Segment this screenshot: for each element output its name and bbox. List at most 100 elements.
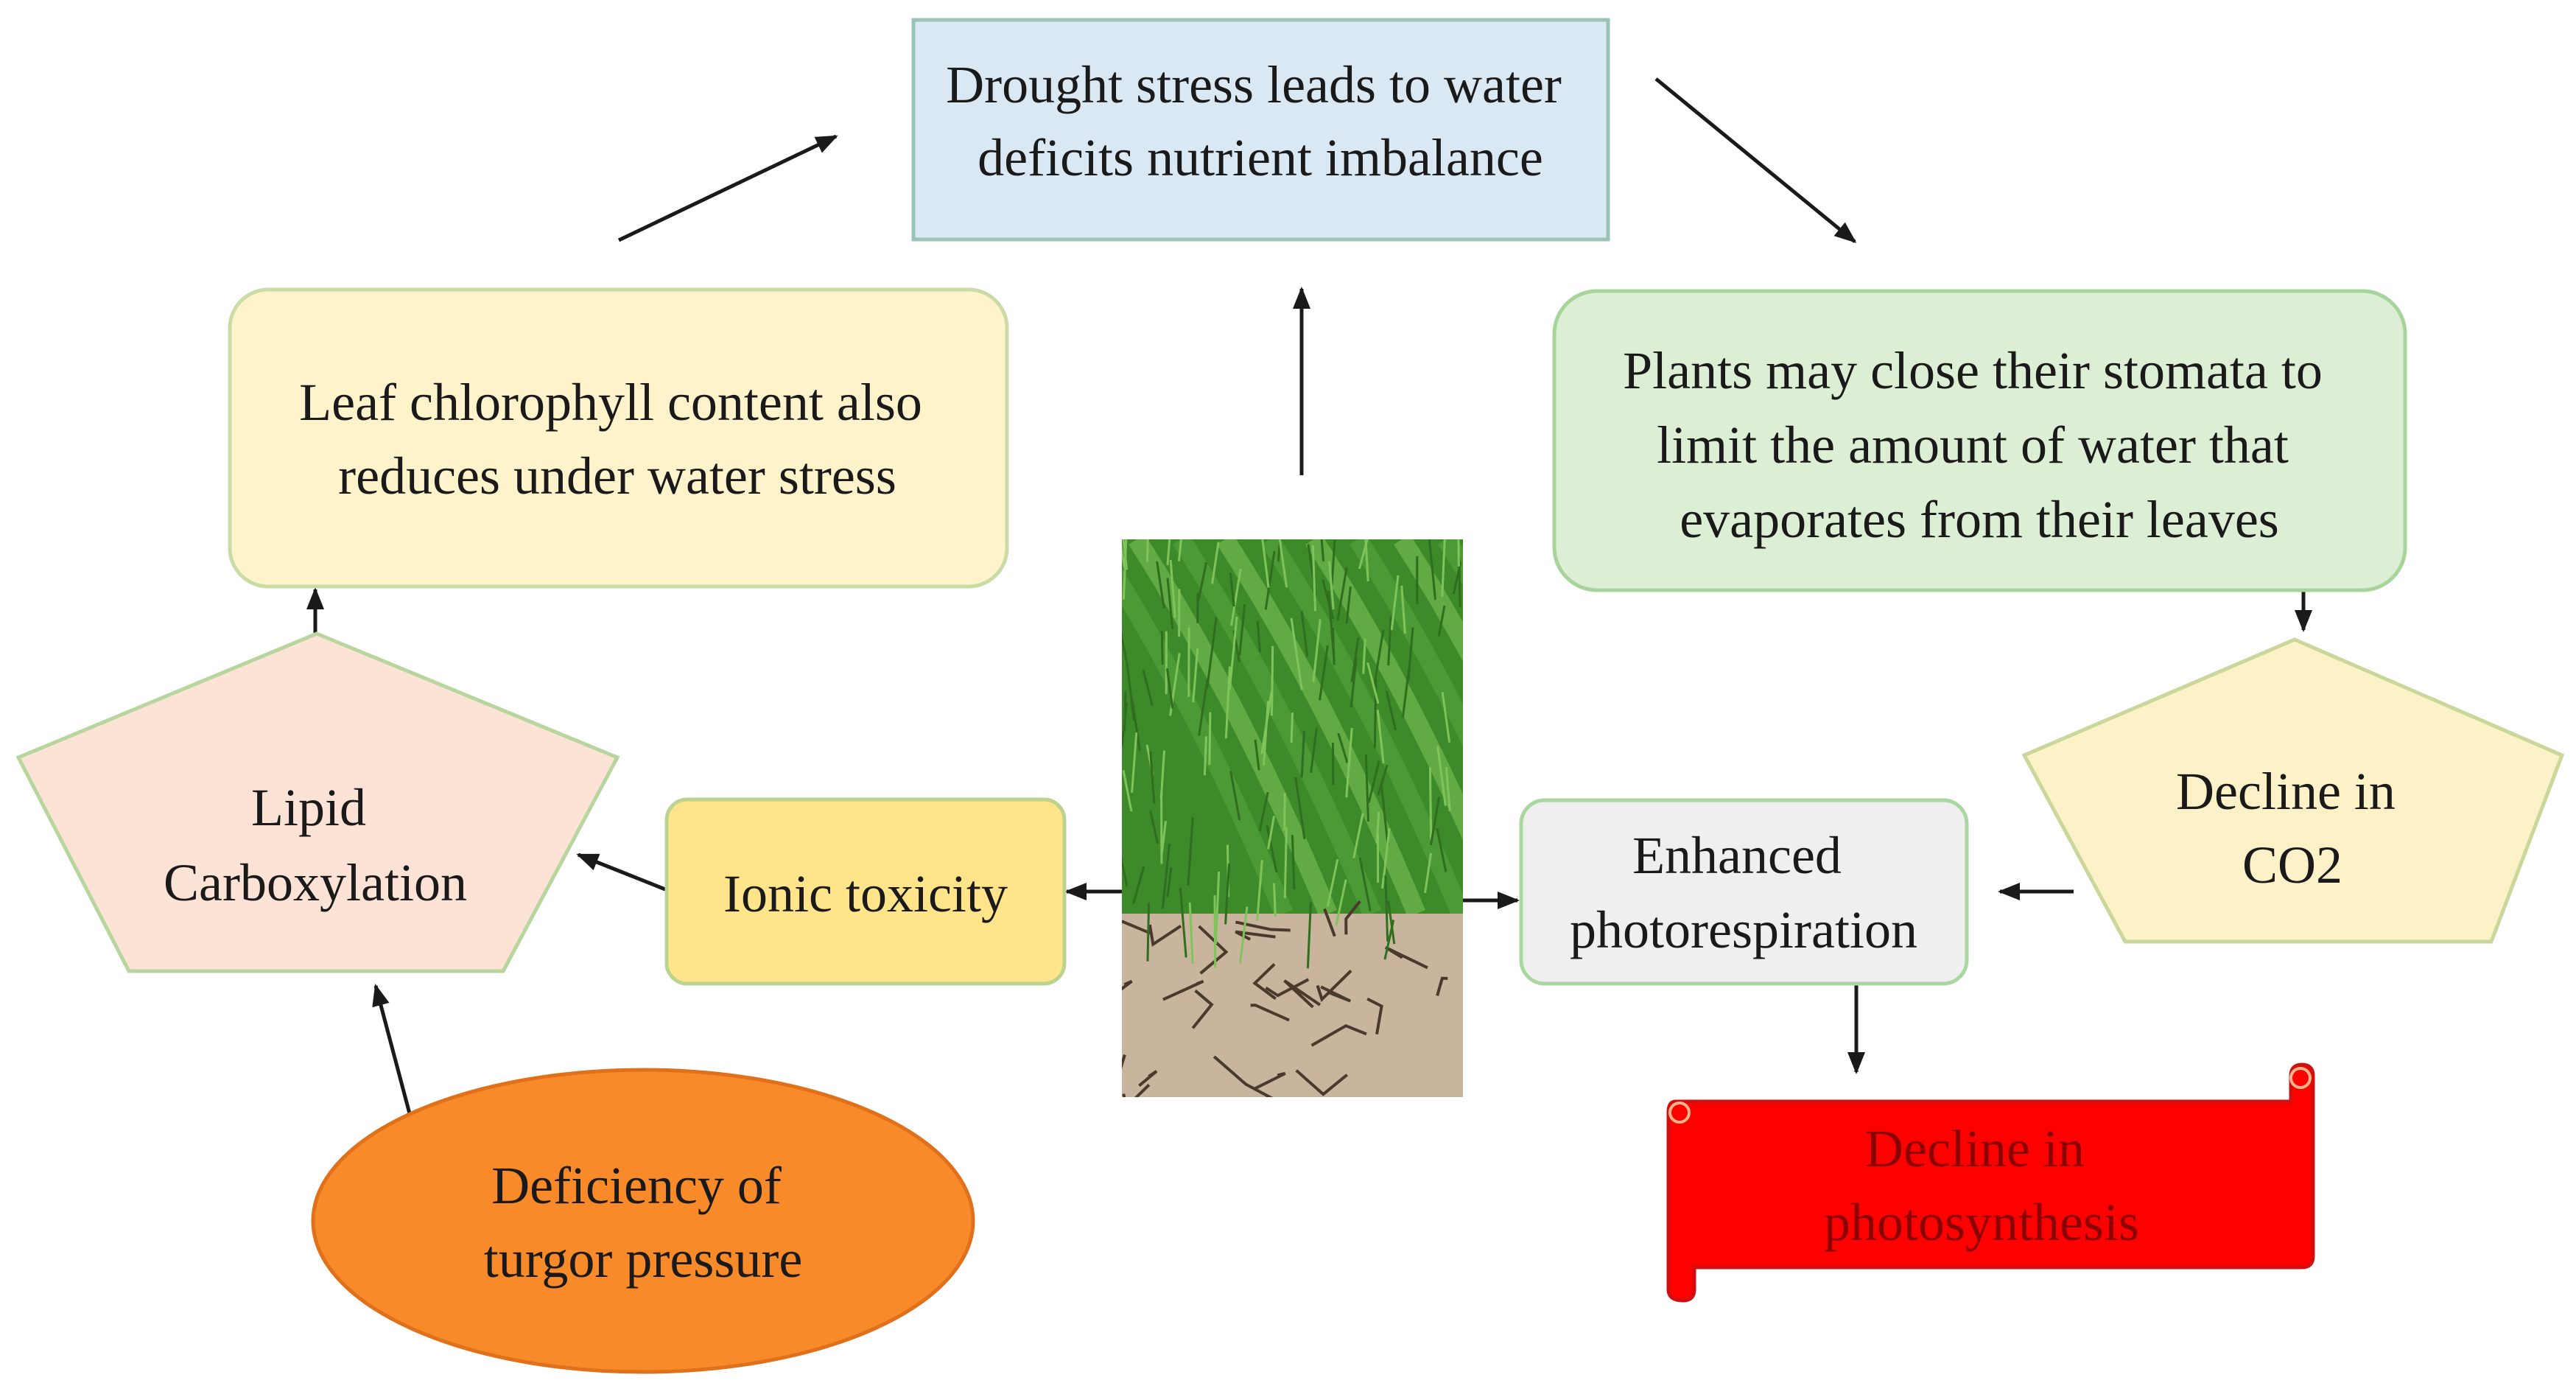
grass-blade bbox=[1322, 579, 1335, 620]
grass-blade bbox=[1452, 561, 1462, 595]
grass-blade bbox=[1445, 766, 1451, 812]
photo-soil-bg bbox=[1122, 914, 1463, 1097]
photo-grass-blades bbox=[1122, 539, 1462, 969]
photo-soil-cracks bbox=[1122, 900, 1448, 1097]
grass-blade bbox=[1264, 550, 1276, 610]
grass-blade bbox=[1166, 866, 1173, 897]
ionic-node: Ionic toxicity bbox=[664, 797, 1067, 986]
grass-blade bbox=[1278, 539, 1288, 588]
soil-crack bbox=[1265, 978, 1310, 998]
grass-blade bbox=[1311, 545, 1317, 612]
grass-blade bbox=[1424, 852, 1433, 893]
scroll-curl-left bbox=[1668, 1102, 1691, 1124]
co2-pentagon bbox=[2021, 637, 2565, 944]
grass-blade bbox=[1122, 545, 1126, 568]
grass-row bbox=[1305, 539, 1463, 841]
grass-blade bbox=[1385, 690, 1397, 731]
soil-crack bbox=[1252, 963, 1277, 1001]
grass-blade bbox=[1254, 739, 1260, 771]
grass-blade bbox=[1273, 883, 1277, 917]
grass-blade bbox=[1441, 691, 1451, 743]
grass-blade bbox=[1335, 879, 1347, 926]
grass-blade bbox=[1169, 559, 1176, 618]
grass-blade bbox=[1380, 784, 1389, 847]
grass-blade bbox=[1428, 539, 1437, 601]
arrow-chlorophyll-to-drought bbox=[617, 134, 838, 242]
soil-crack bbox=[1366, 997, 1383, 1035]
photorespiration-text: Enhanced photorespiration bbox=[1570, 826, 1917, 959]
drought-field-photo-icon bbox=[1122, 539, 1463, 1097]
grass-blade bbox=[1224, 666, 1231, 739]
grass-blade bbox=[1149, 810, 1159, 844]
chlorophyll-line-1: Leaf chlorophyll content also bbox=[299, 373, 922, 432]
grass-blade bbox=[1122, 631, 1128, 662]
grass-blade bbox=[1367, 760, 1380, 803]
drought-line-2: deficits nutrient imbalance bbox=[978, 128, 1543, 187]
grass-blade bbox=[1352, 813, 1364, 858]
lipid-node: Lipid Carboxylation bbox=[15, 631, 620, 973]
lipid-line-2: Carboxylation bbox=[164, 853, 467, 912]
grass-blade bbox=[1271, 645, 1274, 716]
grass-blade bbox=[1142, 669, 1154, 706]
grass-blade bbox=[1122, 770, 1133, 812]
grass-blade bbox=[1400, 585, 1406, 634]
grass-blade bbox=[1441, 539, 1446, 598]
grass-blade bbox=[1376, 710, 1385, 764]
drought-box bbox=[911, 18, 1610, 242]
grass-blade bbox=[1122, 539, 1128, 600]
chlorophyll-text: Leaf chlorophyll content also reduces un… bbox=[299, 373, 936, 505]
grass-blade bbox=[1429, 796, 1440, 846]
grass-blade bbox=[1206, 617, 1218, 689]
grass-blade bbox=[1161, 843, 1171, 909]
soil-crack bbox=[1323, 908, 1336, 937]
soil-crack bbox=[1436, 976, 1448, 996]
grass-blade bbox=[1198, 679, 1209, 736]
grass-blade bbox=[1350, 657, 1358, 708]
arrows bbox=[306, 77, 2312, 1117]
drought-text: Drought stress leads to water deficits n… bbox=[946, 55, 1575, 187]
grass-blade bbox=[1228, 616, 1238, 690]
soil-crack bbox=[1162, 979, 1204, 1001]
grass-blade bbox=[1267, 816, 1275, 850]
grass-blade bbox=[1156, 561, 1165, 609]
soil-crack bbox=[1344, 900, 1361, 935]
arrow-turgor-to-lipid bbox=[372, 984, 413, 1117]
grass-blade bbox=[1358, 858, 1372, 911]
photosynthesis-line-1: Decline in bbox=[1865, 1119, 2085, 1178]
grass-blade bbox=[1366, 662, 1380, 704]
grass-row bbox=[1122, 568, 1294, 917]
soil-crack bbox=[1138, 1070, 1158, 1088]
grass-row bbox=[1217, 539, 1426, 917]
grass-blade bbox=[1362, 638, 1366, 674]
grass-blade bbox=[1188, 902, 1194, 964]
grass-blade bbox=[1401, 668, 1411, 718]
grass-blade bbox=[1179, 887, 1187, 958]
photosynthesis-node: Decline in photosynthesis bbox=[1666, 1062, 2315, 1303]
grass-blade bbox=[1149, 751, 1156, 804]
grass-blade bbox=[1332, 628, 1336, 665]
chlorophyll-node: Leaf chlorophyll content also reduces un… bbox=[228, 287, 1009, 589]
grass-blade bbox=[1132, 866, 1145, 904]
grass-blade bbox=[1159, 750, 1165, 799]
grass-blade bbox=[1310, 727, 1318, 773]
grass-blade bbox=[1146, 903, 1151, 962]
soil-crack bbox=[1191, 989, 1214, 1029]
photorespiration-box bbox=[1519, 798, 1969, 986]
grass-blade bbox=[1258, 791, 1269, 832]
grass-blade bbox=[1239, 906, 1249, 964]
grass-blade bbox=[1336, 567, 1348, 621]
grass-blade bbox=[1122, 856, 1129, 887]
grass-blade bbox=[1364, 754, 1369, 822]
grass-blade bbox=[1326, 859, 1339, 907]
grass-row bbox=[1173, 539, 1382, 917]
soil-crack bbox=[1122, 1083, 1151, 1097]
turgor-ellipse bbox=[311, 1068, 975, 1374]
soil-crack bbox=[1316, 969, 1352, 1002]
grass-row bbox=[1261, 539, 1463, 917]
grass-blade bbox=[1384, 875, 1389, 942]
grass-blade bbox=[1283, 827, 1288, 899]
grass-blade bbox=[1387, 900, 1396, 945]
soil-crack bbox=[1295, 1069, 1348, 1096]
turgor-line-2: turgor pressure bbox=[484, 1230, 803, 1289]
grass-blade bbox=[1383, 920, 1395, 960]
